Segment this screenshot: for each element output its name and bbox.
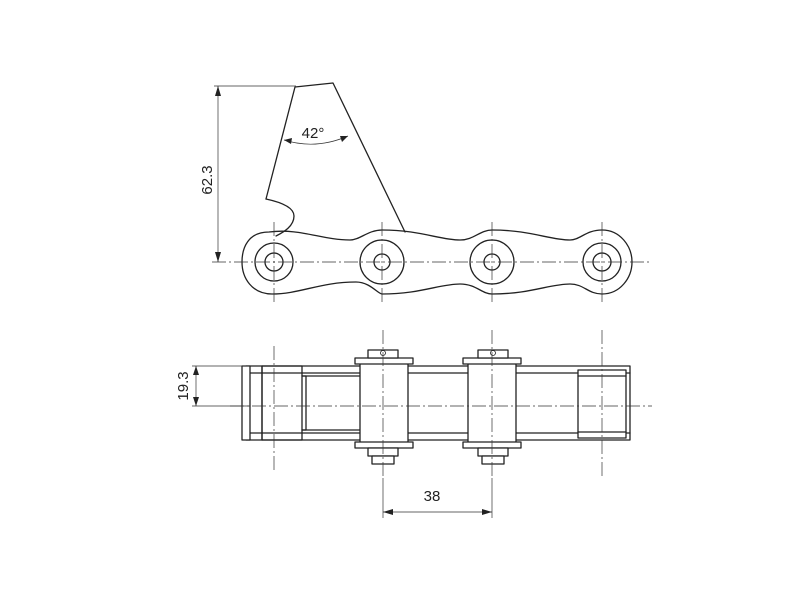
top-view: 19.3 38 [175, 330, 652, 518]
outer-plate [245, 365, 631, 441]
pitch-dimension: 38 [382, 478, 493, 518]
attachment-lug [265, 82, 406, 233]
width-dimension: 19.3 [175, 365, 250, 407]
attachment-bracket [261, 365, 303, 441]
roller-1 [354, 349, 414, 465]
lug-notch [265, 198, 295, 237]
angle-dimension: 42° [283, 125, 349, 145]
height-dimension: 62.3 [199, 85, 296, 262]
angle-label: 42° [302, 125, 325, 142]
pitch-label: 38 [424, 488, 441, 505]
side-view: 62.3 42° [199, 82, 652, 302]
left-end-cap [241, 365, 251, 441]
width-label: 19.3 [175, 371, 192, 400]
height-label: 62.3 [199, 165, 216, 194]
